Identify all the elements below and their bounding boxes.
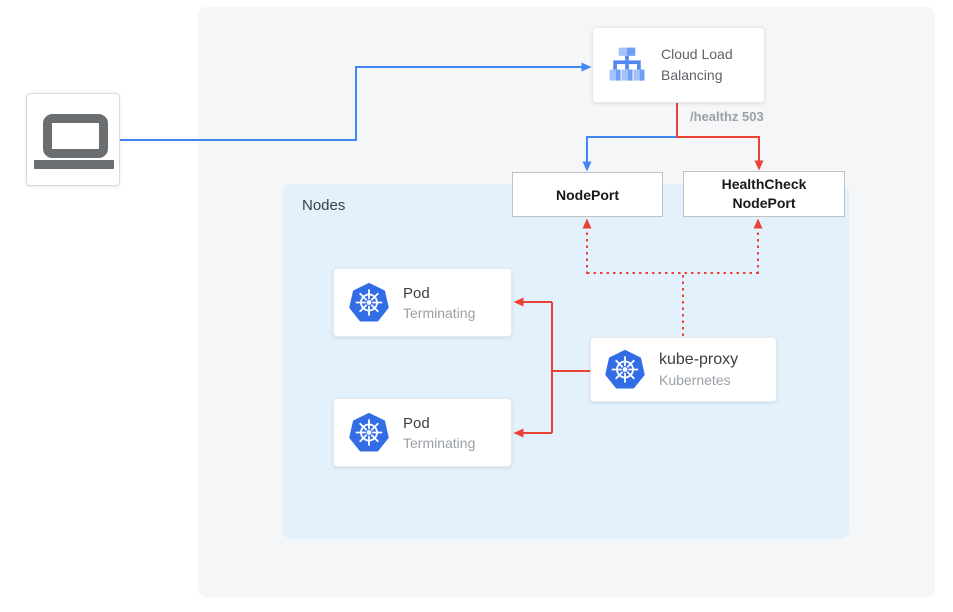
pod-status: Terminating [403,434,476,451]
healthcheck-nodeport-box: HealthCheck NodePort [683,171,845,217]
client-box [26,93,120,186]
pod-title: Pod [403,414,430,432]
cloud-load-balancing-box: Cloud Load Balancing [592,27,765,103]
kubernetes-icon [349,412,389,451]
pod-box-2: Pod Terminating [333,398,512,467]
cloud-load-balancing-label: Cloud Load Balancing [661,46,733,83]
kubernetes-icon [349,282,389,321]
nodes-label: Nodes [302,197,346,214]
kube-proxy-subtitle: Kubernetes [659,372,731,388]
nodeport-label: NodePort [556,186,619,203]
cloud-load-balancing-icon [609,47,645,81]
healthz-annotation: /healthz 503 [690,109,764,124]
kube-proxy-title: kube-proxy [659,351,739,368]
pod-box-1: Pod Terminating [333,268,512,337]
pod-status: Terminating [403,304,476,321]
kube-proxy-box: kube-proxy Kubernetes [590,337,777,402]
laptop-icon [33,113,114,169]
nodeport-box: NodePort [512,172,663,217]
healthcheck-nodeport-label: HealthCheck NodePort [721,176,807,211]
pod-title: Pod [403,284,430,302]
kubernetes-icon [605,349,645,388]
